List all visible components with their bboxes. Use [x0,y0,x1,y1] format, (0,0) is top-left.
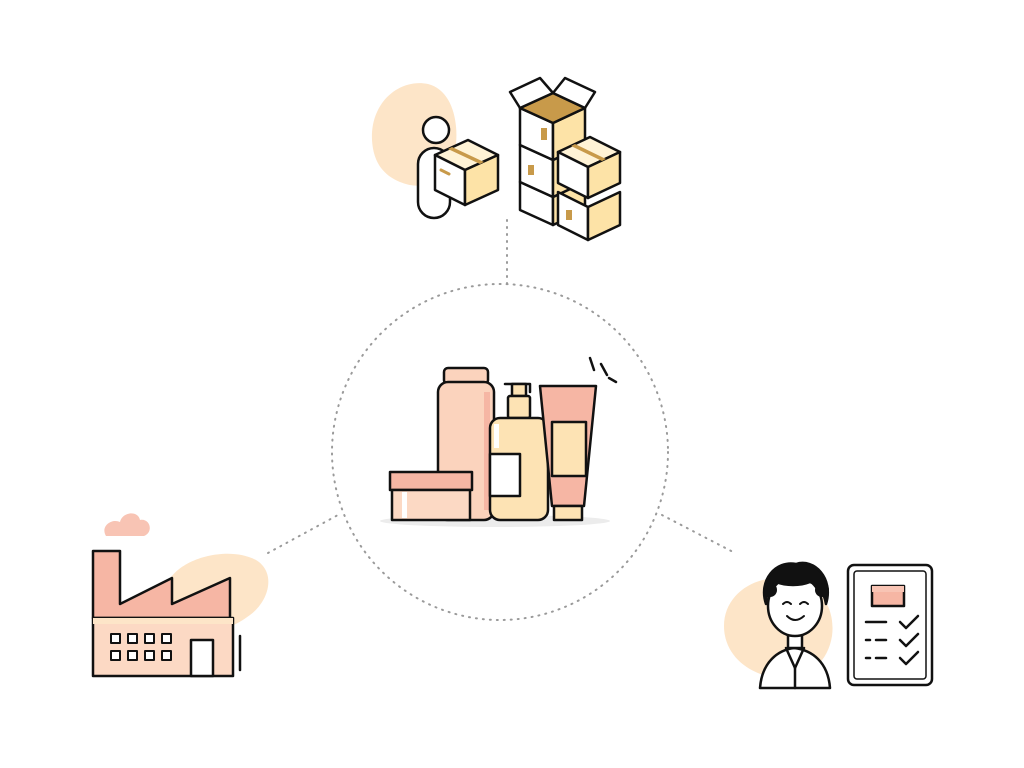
box-stack-icon [508,76,622,242]
connector-right [661,514,736,554]
cream-jar-icon [388,470,474,522]
factory-door [189,638,215,678]
held-box-icon [433,138,500,207]
smoke-cloud [104,513,150,536]
pump-bottle-icon [488,382,550,522]
person-head [421,115,451,145]
center-dotted-ring [331,283,669,621]
factory-windows [110,633,172,661]
inspector-with-checklist-icon [724,561,934,690]
lotion-tube-icon [538,356,618,522]
connector-left [267,514,339,554]
checklist-clipboard-icon [846,563,934,687]
connector-lines [267,219,736,621]
delivery-person-with-boxes-icon [371,76,622,242]
factory-icon [91,513,269,678]
cosmetic-bottles-icon [380,356,618,527]
factory-roof [91,549,232,620]
